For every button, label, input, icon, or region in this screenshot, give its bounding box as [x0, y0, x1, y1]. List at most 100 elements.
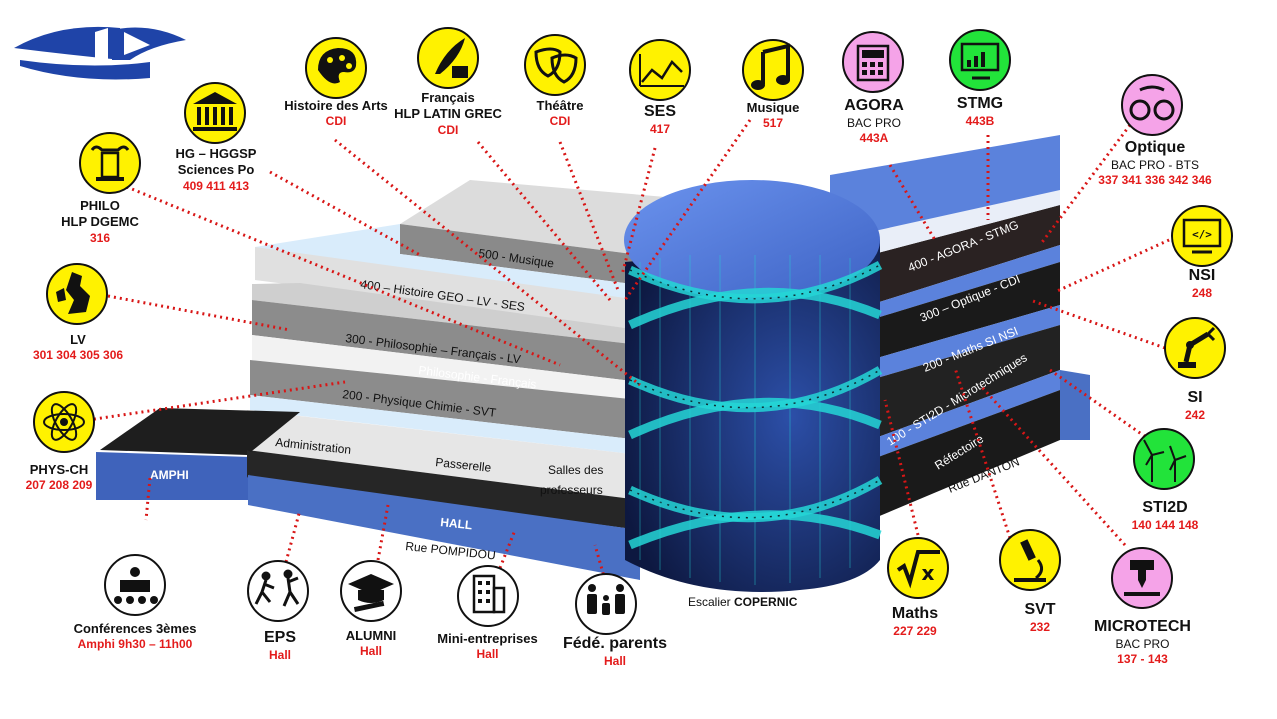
label-musique-name: Musique [746, 100, 800, 115]
label-stmg: STMG 443B [940, 94, 1020, 129]
svg-text:x: x [922, 561, 935, 585]
hall-slab [248, 475, 640, 580]
label-optique-room: 337 341 336 342 346 [1098, 173, 1212, 187]
label-philo-name: PHILO [80, 198, 120, 213]
label-conferences-room: Amphi 9h30 – 11h00 [77, 637, 193, 652]
salles-prof-label-1: Salles des [548, 463, 603, 477]
label-stmg-name: STMG [956, 95, 1004, 112]
label-philo-sub: HLP DGEMC [61, 214, 139, 230]
atom-icon [33, 391, 95, 453]
label-microtech-name: MICROTECH [1094, 618, 1191, 635]
label-lv-room: 301 304 305 306 [32, 348, 124, 363]
label-eps-room: Hall [268, 648, 291, 662]
label-alumni-name: ALUMNI [345, 628, 397, 643]
right-building [830, 135, 1090, 520]
label-histoire-arts-room: CDI [325, 114, 347, 129]
floor-200-slab [250, 360, 640, 440]
classical-building-icon [184, 82, 246, 144]
label-svt-name: SVT [1024, 601, 1056, 618]
label-svt: SVT 232 [1000, 600, 1080, 635]
wind-turbine-icon [1133, 428, 1195, 490]
label-nsi: NSI 248 [1162, 266, 1242, 301]
label-si: SI 242 [1155, 388, 1235, 423]
label-maths-name: Maths [891, 605, 939, 622]
label-maths-room: 227 229 [893, 624, 937, 638]
label-mini-room: Hall [476, 647, 499, 662]
glasses-icon [1121, 74, 1183, 136]
label-alumni-room: Hall [359, 644, 382, 659]
label-histoire-arts-name: Histoire des Arts [284, 98, 388, 113]
escalier-label: Escalier COPERNIC [688, 595, 798, 609]
connector-lines [87, 119, 1181, 581]
label-stmg-room: 443B [965, 114, 995, 128]
label-microtech-room: 137 - 143 [1117, 652, 1168, 666]
label-musique-room: 517 [762, 116, 784, 131]
label-francais-name: Français [421, 90, 475, 105]
label-hg: HG – HGGSP Sciences Po 409 411 413 [156, 146, 276, 194]
label-alumni: ALUMNI Hall [331, 628, 411, 659]
label-lv-name: LV [70, 332, 86, 347]
label-ses: SES 417 [620, 102, 700, 137]
label-physch-room: 207 208 209 [25, 478, 93, 493]
office-building-icon [457, 565, 519, 627]
family-icon [575, 573, 637, 635]
amphi-slab [96, 452, 250, 500]
line-chart-icon [629, 39, 691, 101]
label-hg-name: HG – HGGSP [175, 146, 257, 161]
athletes-icon [247, 560, 309, 622]
passerelle-label: Passerelle [435, 455, 493, 475]
amphi-label: AMPHI [150, 468, 189, 482]
label-optique-name: Optique [1124, 139, 1186, 156]
label-conferences-name: Conférences 3èmes [73, 621, 197, 636]
label-theatre-room: CDI [549, 114, 571, 129]
microscope-icon [999, 529, 1061, 591]
copernic-staircase [624, 180, 883, 592]
label-histoire-arts: Histoire des Arts CDI [276, 98, 396, 129]
hall-label: HALL [440, 515, 473, 532]
label-sti2d-name: STI2D [1142, 499, 1188, 516]
label-maths: Maths 227 229 [875, 604, 955, 639]
label-eps: EPS Hall [240, 628, 320, 663]
label-philo-room: 316 [89, 230, 111, 245]
label-agora-sub: BAC PRO [846, 116, 901, 130]
floor-300-slab [252, 300, 640, 382]
school-logo [14, 26, 186, 80]
label-si-name: SI [1187, 389, 1203, 406]
label-mini-name: Mini-entreprises [437, 631, 538, 646]
label-svt-room: 232 [1029, 620, 1051, 634]
robot-arm-icon [1164, 317, 1226, 379]
label-mini-entreprises: Mini-entreprises Hall [425, 631, 550, 662]
music-note-icon [742, 39, 804, 101]
label-eps-name: EPS [263, 629, 296, 646]
label-ses-name: SES [643, 103, 676, 120]
label-hg-sub: Sciences Po [177, 162, 255, 178]
label-physch: PHYS-CH 207 208 209 [4, 462, 114, 493]
british-isles-map-icon [46, 263, 108, 325]
floor-400-slab [255, 247, 640, 330]
quill-inkwell-icon [417, 27, 479, 89]
label-agora-room: 443A [859, 131, 889, 145]
label-musique: Musique 517 [733, 100, 813, 131]
label-microtech: MICROTECH BAC PRO 137 - 143 [1090, 617, 1195, 667]
label-lv: LV 301 304 305 306 [18, 332, 138, 363]
label-sti2d-room: 140 144 148 [1131, 518, 1199, 532]
ionic-column-icon [79, 132, 141, 194]
label-nsi-name: NSI [1188, 267, 1216, 284]
salles-prof-label-2: professeurs [540, 483, 603, 497]
label-optique-sub: BAC PRO - BTS [1110, 158, 1199, 172]
floor-500-slab [400, 224, 640, 285]
label-conferences: Conférences 3èmes Amphi 9h30 – 11h00 [55, 621, 215, 652]
svg-text:</>: </> [1192, 228, 1212, 241]
label-francais: Français HLP LATIN GREC CDI [388, 90, 508, 138]
code-monitor-icon: </> [1171, 205, 1233, 267]
administration-slab [247, 410, 640, 500]
label-fede-parents: Fédé. parents Hall [555, 634, 675, 669]
square-root-icon: x [887, 537, 949, 599]
label-theatre-name: Théâtre [536, 98, 584, 113]
label-fede-room: Hall [603, 654, 626, 668]
label-ses-room: 417 [649, 122, 671, 136]
left-building [96, 180, 700, 580]
label-optique: Optique BAC PRO - BTS 337 341 336 342 34… [1080, 138, 1230, 188]
